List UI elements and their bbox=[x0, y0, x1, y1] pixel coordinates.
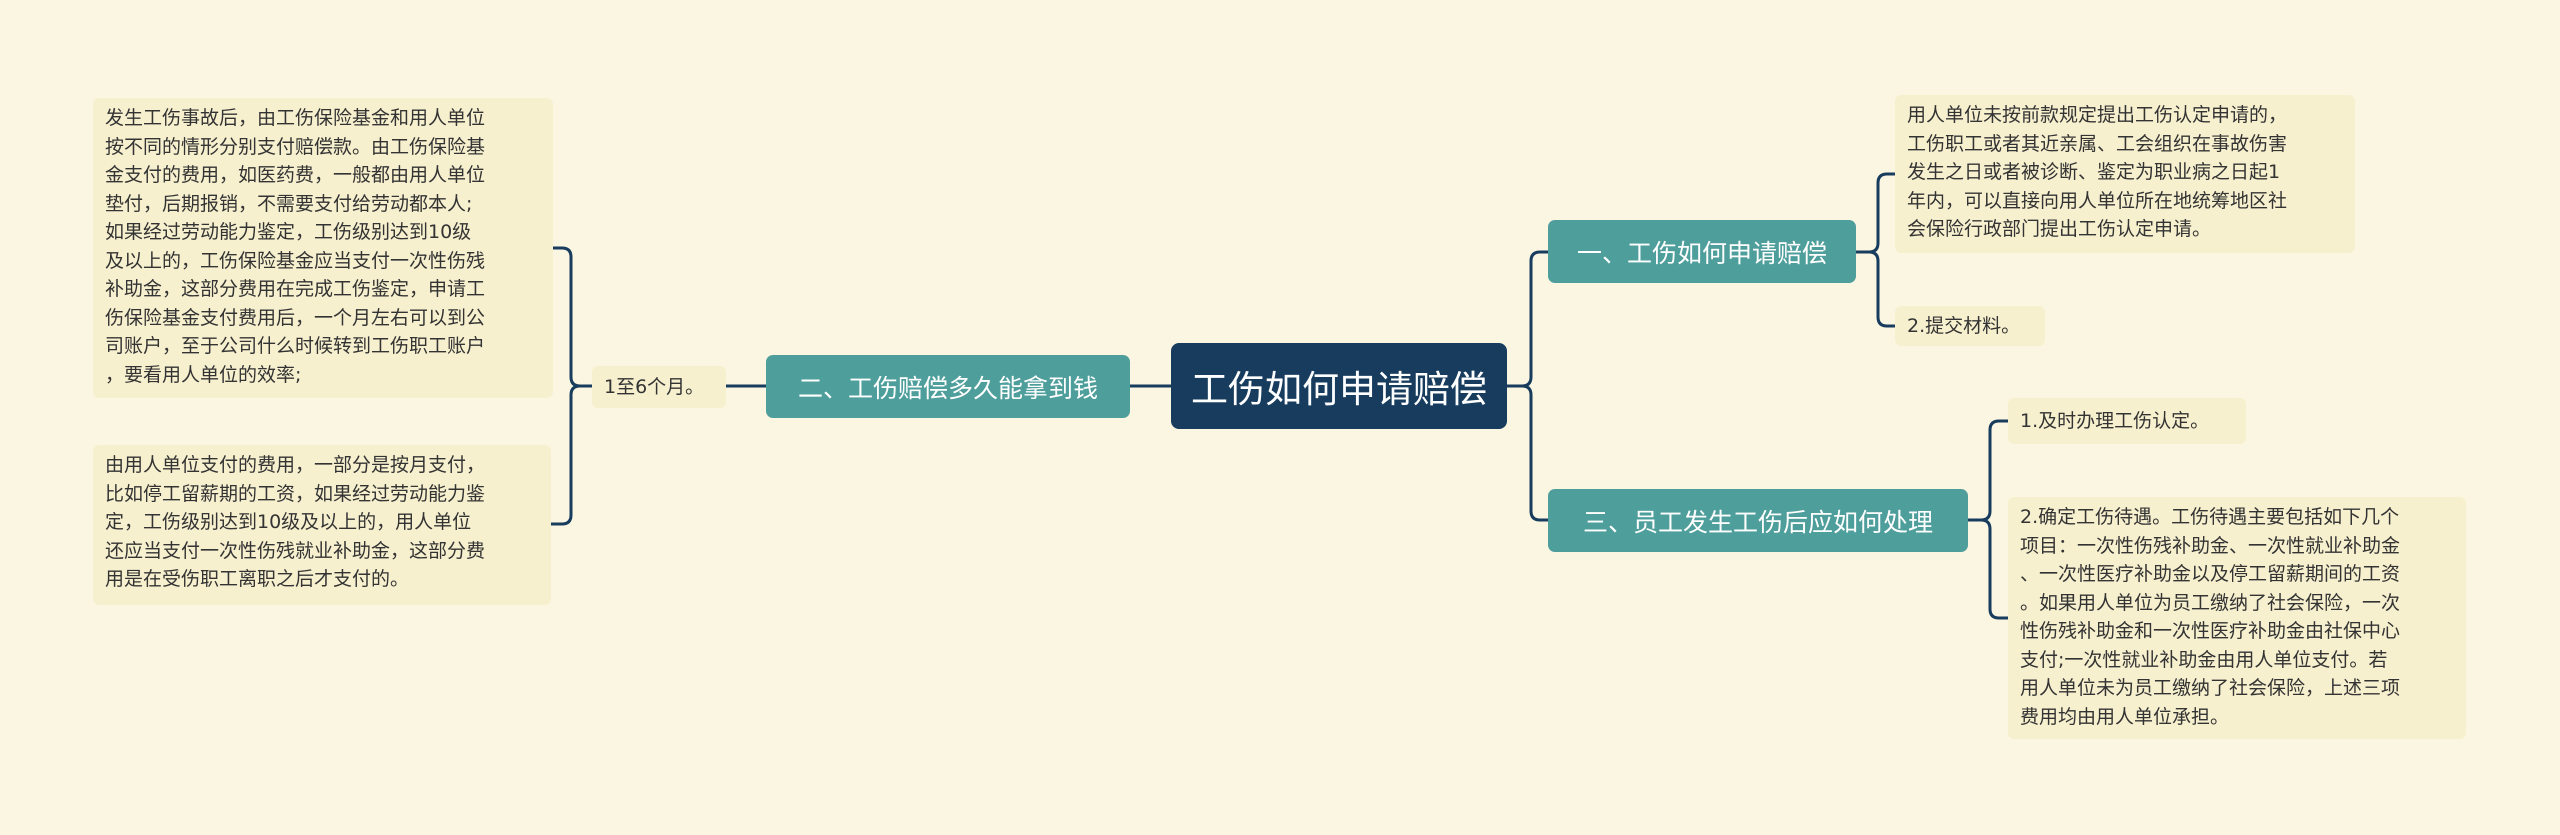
root-topic-label: 工伤如何申请赔偿 bbox=[1191, 368, 1487, 411]
branch-label: 二、工伤赔偿多久能拿到钱 bbox=[797, 373, 1098, 403]
leaf-determine-benefits[interactable]: 2.确定工伤待遇。工伤待遇主要包括如下几个 项目：一次性伤残补助金、一次性就业补… bbox=[2008, 497, 2466, 739]
branch-label: 一、工伤如何申请赔偿 bbox=[1576, 238, 1827, 268]
leaf-employer-payment[interactable]: 由用人单位支付的费用，一部分是按月支付， 比如停工留薪期的工资，如果经过劳动能力… bbox=[93, 445, 551, 605]
connector-root-b1 bbox=[1505, 250, 1550, 388]
connector-b1-l2 bbox=[1854, 250, 1897, 328]
connector-mid-l6 bbox=[551, 246, 594, 388]
connector-b1-l1 bbox=[1854, 172, 1897, 254]
leaf-late-application[interactable]: 用人单位未按前款规定提出工伤认定申请的， 工伤职工或者其近亲属、工会组织在事故伤… bbox=[1895, 95, 2355, 253]
branch-label: 三、员工发生工伤后应如何处理 bbox=[1582, 507, 1933, 537]
leaf-injury-recognition[interactable]: 1.及时办理工伤认定。 bbox=[2008, 398, 2246, 444]
root-topic[interactable]: 工伤如何申请赔偿 bbox=[1171, 343, 1507, 429]
branch-how-to-apply[interactable]: 一、工伤如何申请赔偿 bbox=[1548, 220, 1856, 283]
connector-mid-l7 bbox=[549, 384, 594, 526]
connector-b3-l3 bbox=[1966, 419, 2010, 522]
leaf-one-to-six-months[interactable]: 1至6个月。 bbox=[592, 366, 726, 408]
branch-after-injury[interactable]: 三、员工发生工伤后应如何处理 bbox=[1548, 489, 1968, 552]
connector-root-b3 bbox=[1505, 384, 1550, 522]
leaf-fund-payment[interactable]: 发生工伤事故后，由工伤保险基金和用人单位 按不同的情形分别支付赔偿款。由工伤保险… bbox=[93, 98, 553, 398]
leaf-submit-materials[interactable]: 2.提交材料。 bbox=[1895, 306, 2045, 346]
branch-payout-time[interactable]: 二、工伤赔偿多久能拿到钱 bbox=[766, 355, 1130, 418]
connector-b3-l4 bbox=[1966, 518, 2010, 620]
